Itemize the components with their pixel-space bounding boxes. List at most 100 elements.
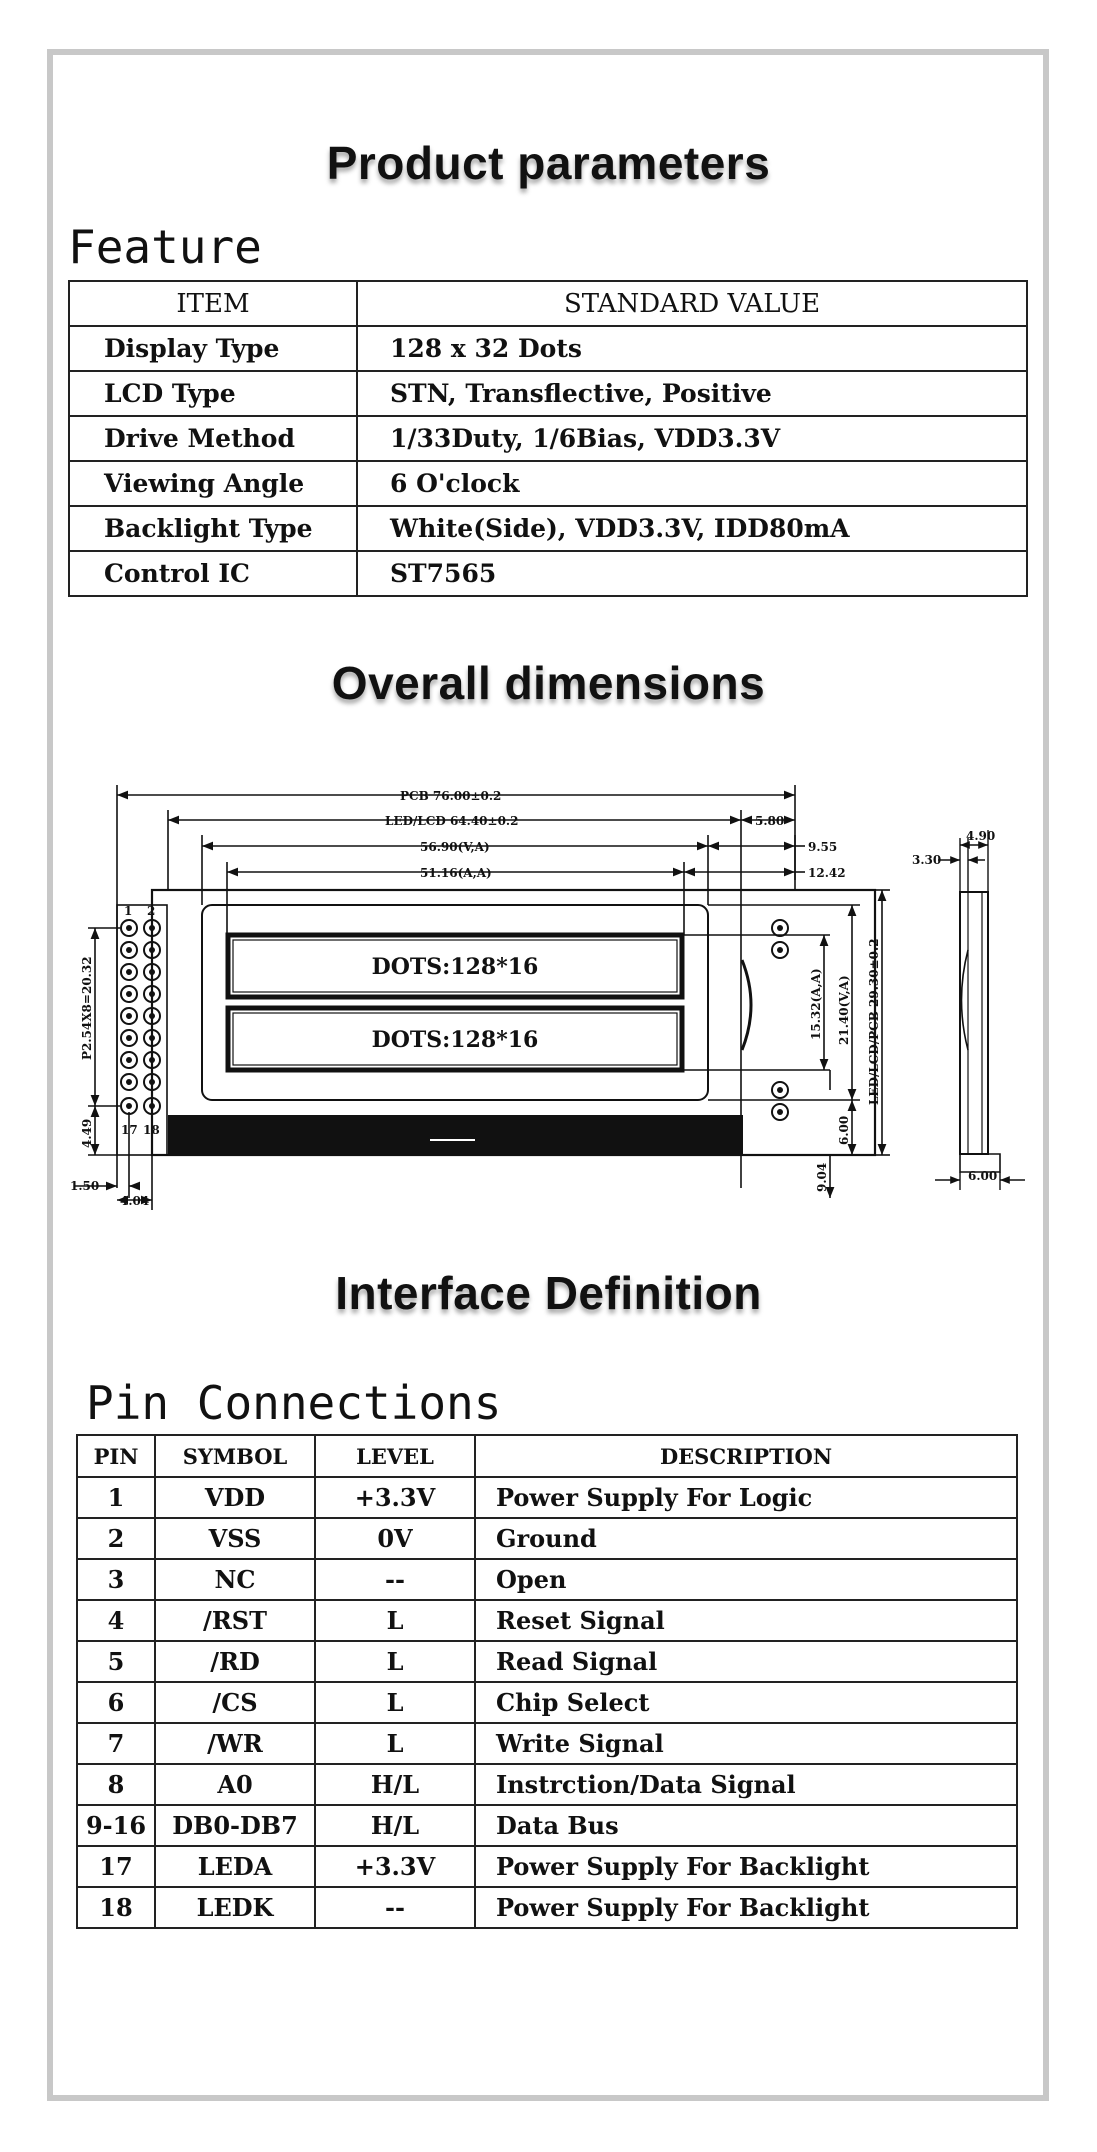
- side-dim-600: 6.00: [968, 1169, 997, 1183]
- pin-header-level: LEVEL: [314, 1434, 476, 1478]
- pin-symbol: LEDA: [154, 1845, 316, 1888]
- pin-header-row: PIN SYMBOL LEVEL DESCRIPTION: [76, 1434, 1018, 1478]
- heading-overall-dimensions: Overall dimensions: [331, 657, 766, 709]
- pin-number: 17: [76, 1845, 156, 1888]
- pin-symbol: NC: [154, 1558, 316, 1601]
- pin-number: 18: [76, 1886, 156, 1929]
- pin-description: Ground: [474, 1517, 1018, 1560]
- dim-aa-v: 15.32(A,A): [809, 968, 823, 1040]
- pin-description: Power Supply For Logic: [474, 1476, 1018, 1519]
- feature-header-item: ITEM: [68, 280, 358, 327]
- dimension-drawing: PCB 76.00±0.2 LED/LCD 64.40±0.2 5.80 56.…: [70, 785, 1025, 1210]
- dim-led-lcd: LED/LCD 64.40±0.2: [385, 814, 518, 828]
- pin-number: 3: [76, 1558, 156, 1601]
- pin-description: Read Signal: [474, 1640, 1018, 1683]
- pin-description: Chip Select: [474, 1681, 1018, 1724]
- feature-header-value: STANDARD VALUE: [356, 280, 1028, 327]
- dim-449: 4.49: [80, 1119, 94, 1148]
- pin-description: Power Supply For Backlight: [474, 1886, 1018, 1929]
- pin-number: 9-16: [76, 1804, 156, 1847]
- pin-symbol: /RD: [154, 1640, 316, 1683]
- pin-symbol: VDD: [154, 1476, 316, 1519]
- pin-level: H/L: [314, 1804, 476, 1847]
- feature-value: 128 x 32 Dots: [356, 325, 1028, 372]
- pin-label-18: 18: [143, 1123, 160, 1137]
- pin-number: 5: [76, 1640, 156, 1683]
- feature-item: LCD Type: [68, 370, 358, 417]
- pin-number: 1: [76, 1476, 156, 1519]
- pin-level: L: [314, 1722, 476, 1765]
- heading-product-parameters: Product parameters: [326, 137, 771, 189]
- feature-header-row: ITEM STANDARD VALUE: [68, 280, 1028, 327]
- pin-symbol: /RST: [154, 1599, 316, 1642]
- feature-item: Control IC: [68, 550, 358, 597]
- pin-header-pin: PIN: [76, 1434, 156, 1478]
- pin-symbol: /CS: [154, 1681, 316, 1724]
- feature-item: Display Type: [68, 325, 358, 372]
- pin-symbol: /WR: [154, 1722, 316, 1765]
- dim-404: 4.04: [120, 1194, 149, 1208]
- pin-header-symbol: SYMBOL: [154, 1434, 316, 1478]
- pin-number: 7: [76, 1722, 156, 1765]
- feature-item: Drive Method: [68, 415, 358, 462]
- pin-label-1: 1: [124, 904, 132, 918]
- feature-value: White(Side), VDD3.3V, IDD80mA: [356, 505, 1028, 552]
- pin-level: --: [314, 1886, 476, 1929]
- pin-symbol: LEDK: [154, 1886, 316, 1929]
- dim-aa: 51.16(A,A): [420, 866, 492, 880]
- feature-value: STN, Transflective, Positive: [356, 370, 1028, 417]
- pin-description: Write Signal: [474, 1722, 1018, 1765]
- feature-value: ST7565: [356, 550, 1028, 597]
- pin-connections-title: Pin Connections: [86, 1376, 502, 1430]
- pin-level: 0V: [314, 1517, 476, 1560]
- dim-pcb-v: LED/LCD/PCB 29.30±0.2: [867, 938, 881, 1105]
- dim-904: 9.04: [815, 1163, 829, 1192]
- pin-level: +3.3V: [314, 1476, 476, 1519]
- pin-description: Reset Signal: [474, 1599, 1018, 1642]
- dim-1242: 12.42: [808, 866, 846, 880]
- side-dim-490: 4.90: [966, 829, 995, 843]
- feature-item: Backlight Type: [68, 505, 358, 552]
- pin-number: 8: [76, 1763, 156, 1806]
- dim-150: 1.50: [70, 1179, 99, 1193]
- pin-description: Open: [474, 1558, 1018, 1601]
- pin-label-17: 17: [121, 1123, 138, 1137]
- pin-description: Data Bus: [474, 1804, 1018, 1847]
- heading-interface-definition: Interface Definition: [335, 1267, 762, 1319]
- pin-number: 6: [76, 1681, 156, 1724]
- pin-level: --: [314, 1558, 476, 1601]
- dots-label-top: DOTS:128*16: [372, 954, 539, 980]
- dots-label-bottom: DOTS:128*16: [372, 1027, 539, 1053]
- feature-value: 1/33Duty, 1/6Bias, VDD3.3V: [356, 415, 1028, 462]
- side-dim-330: 3.30: [912, 853, 941, 867]
- dim-580: 5.80: [755, 814, 784, 828]
- feature-value: 6 O'clock: [356, 460, 1028, 507]
- dim-pcb: PCB 76.00±0.2: [400, 789, 501, 803]
- pin-label-2: 2: [147, 904, 155, 918]
- pin-description: Instrction/Data Signal: [474, 1763, 1018, 1806]
- dim-va: 56.90(V,A): [420, 840, 490, 854]
- dim-va-v: 21.40(V,A): [837, 975, 851, 1045]
- pin-header-description: DESCRIPTION: [474, 1434, 1018, 1478]
- pin-symbol: DB0-DB7: [154, 1804, 316, 1847]
- pin-level: L: [314, 1681, 476, 1724]
